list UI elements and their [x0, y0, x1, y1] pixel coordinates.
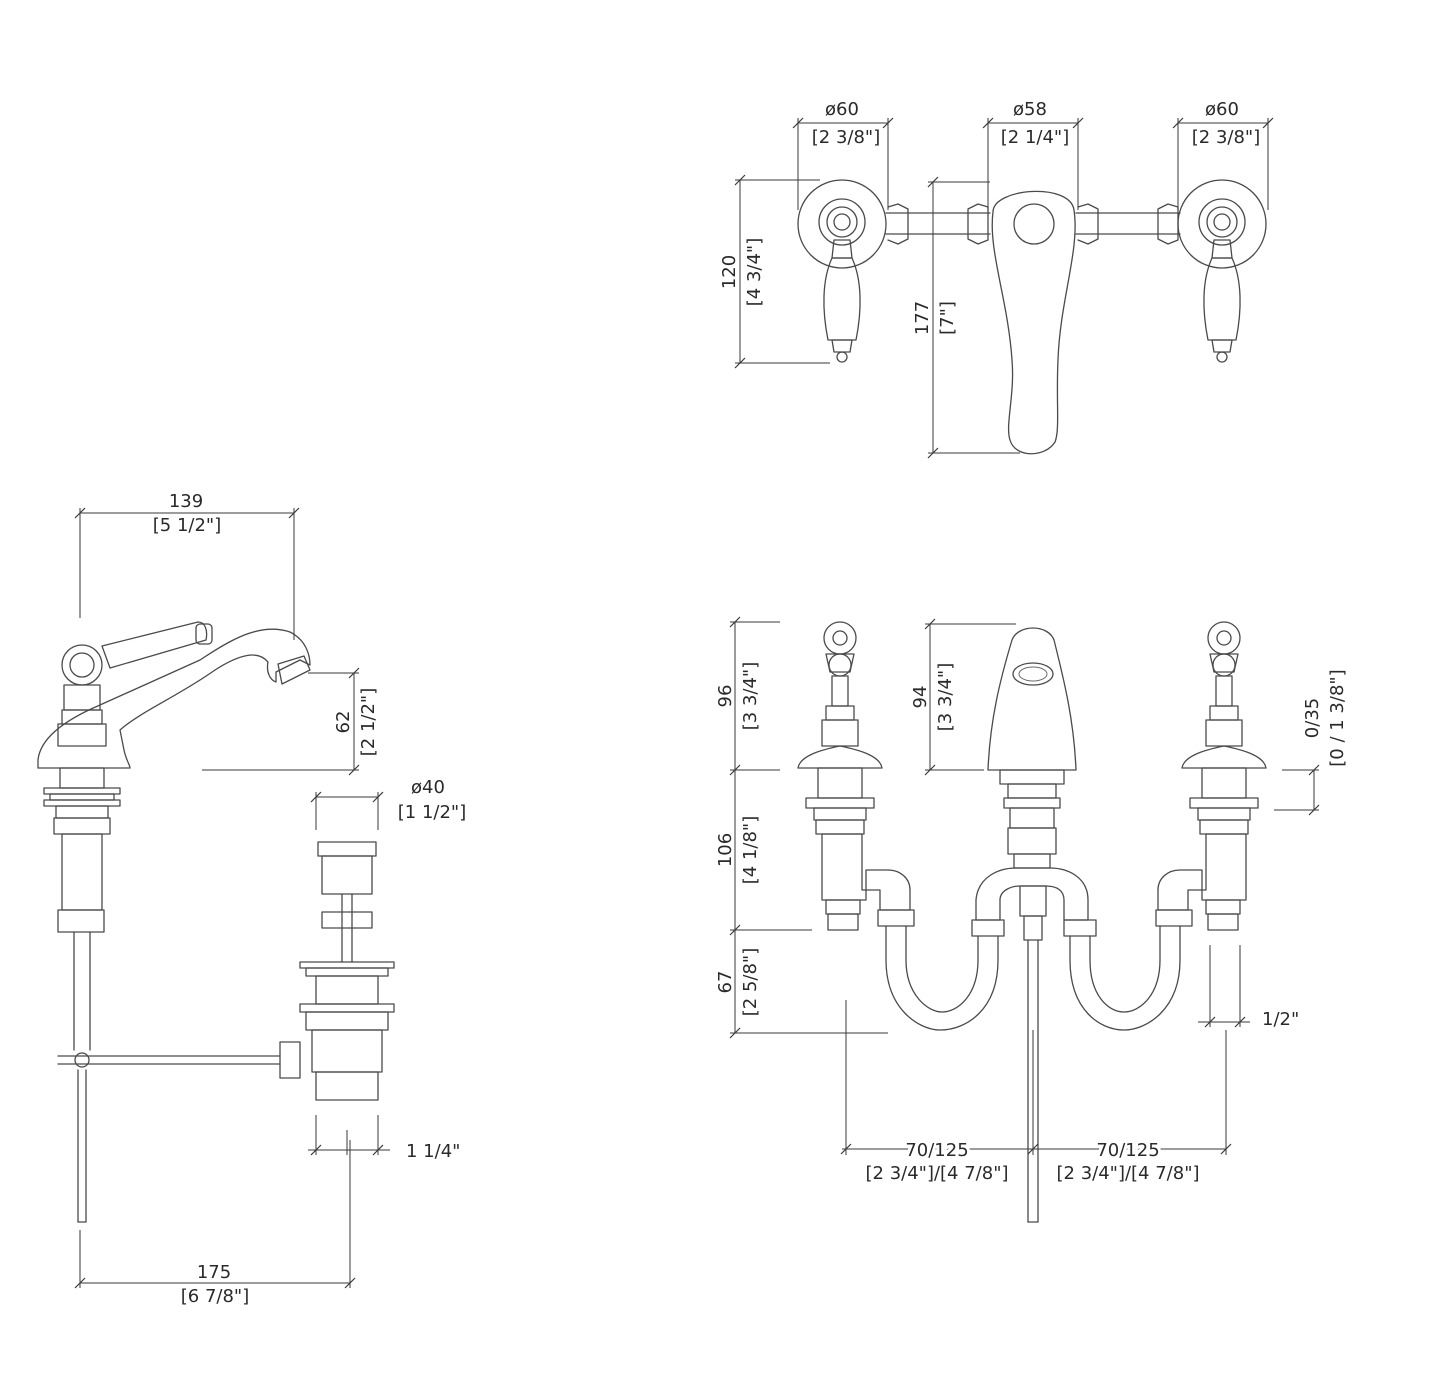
front-hoses: [877, 909, 1193, 1031]
side-labels: 139 [5 1/2"] 62 [2 1/2"] ø40 [1 1/2"] 1 …: [153, 491, 466, 1307]
side-view: 139 [5 1/2"] 62 [2 1/2"] ø40 [1 1/2"] 1 …: [37, 491, 466, 1307]
top-handle-length-label: 120: [719, 255, 740, 289]
side-dimensions: [74, 507, 390, 1289]
front-view: 96 [3 3/4"] 94 [3 3/4"] 106 [4 1/8"] 67 …: [715, 616, 1348, 1223]
front-deck-thickness-label: 0/35: [1302, 698, 1323, 738]
front-left-spacing-inch-label: [2 3/4"]/[4 7/8"]: [866, 1163, 1009, 1184]
side-drain-thread-label: 1 1/4": [406, 1141, 460, 1162]
front-handle-height-inch-label: [3 3/4"]: [740, 662, 761, 730]
top-lever-length-inch-label: [7"]: [937, 301, 958, 335]
top-center-diameter-label: ø58: [1013, 99, 1047, 120]
side-reach-inch-label: [5 1/2"]: [153, 515, 221, 536]
front-left-spacing-label: 70/125: [905, 1140, 968, 1161]
front-dimensions: [729, 616, 1320, 1155]
top-view: ø60 [2 3/8"] ø58 [2 1/4"] ø60 [2 3/8"] 1…: [719, 99, 1274, 459]
top-left-handle: [797, 179, 887, 363]
side-drain: [279, 841, 395, 1101]
front-right-handle: [1157, 621, 1267, 931]
side-base-length-inch-label: [6 7/8"]: [181, 1286, 249, 1307]
top-view-pipes: [885, 203, 1181, 245]
top-labels: ø60 [2 3/8"] ø58 [2 1/4"] ø60 [2 3/8"] 1…: [719, 99, 1260, 335]
top-left-diameter-inch-label: [2 3/8"]: [812, 127, 880, 148]
front-labels: 96 [3 3/4"] 94 [3 3/4"] 106 [4 1/8"] 67 …: [715, 662, 1348, 1184]
front-connector-height-inch-label: [2 5/8"]: [740, 948, 761, 1016]
side-drain-diameter-label: ø40: [411, 777, 445, 798]
top-center-diameter-inch-label: [2 1/4"]: [1001, 127, 1069, 148]
front-left-handle: [797, 621, 911, 931]
top-right-diameter-label: ø60: [1205, 99, 1239, 120]
top-right-handle: [1177, 179, 1267, 363]
top-handle-length-inch-label: [4 3/4"]: [744, 238, 765, 306]
side-base-length-label: 175: [197, 1262, 231, 1283]
front-spout-height-label: 94: [910, 686, 931, 709]
front-connector-height-label: 67: [715, 971, 736, 994]
front-deck-thickness-inch-label: [0 / 1 3/8"]: [1327, 669, 1348, 766]
side-drain-diameter-inch-label: [1 1/2"]: [398, 802, 466, 823]
front-right-spacing-label: 70/125: [1096, 1140, 1159, 1161]
front-right-spacing-inch-label: [2 3/4"]/[4 7/8"]: [1057, 1163, 1200, 1184]
top-right-diameter-inch-label: [2 3/8"]: [1192, 127, 1260, 148]
top-dimensions: [734, 117, 1274, 459]
top-lever-length-label: 177: [912, 301, 933, 335]
front-spout-height-inch-label: [3 3/4"]: [935, 663, 956, 731]
front-body-height-inch-label: [4 1/8"]: [740, 816, 761, 884]
side-faucet-body: [37, 621, 311, 1223]
side-reach-label: 139: [169, 491, 203, 512]
side-spout-height-inch-label: [2 1/2"]: [358, 688, 379, 756]
front-handle-height-label: 96: [715, 685, 736, 708]
front-center-spout: [975, 627, 1089, 1223]
side-spout-height-label: 62: [333, 711, 354, 734]
top-center-lever: [991, 190, 1076, 455]
top-left-diameter-label: ø60: [825, 99, 859, 120]
front-connection-size-label: 1/2": [1262, 1009, 1299, 1030]
front-body-height-label: 106: [715, 833, 736, 867]
